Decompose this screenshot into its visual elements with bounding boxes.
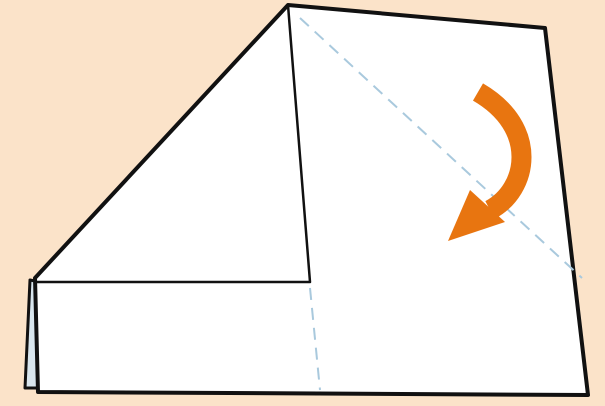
origami-fold-diagram	[0, 0, 605, 406]
diagram-canvas	[0, 0, 605, 406]
